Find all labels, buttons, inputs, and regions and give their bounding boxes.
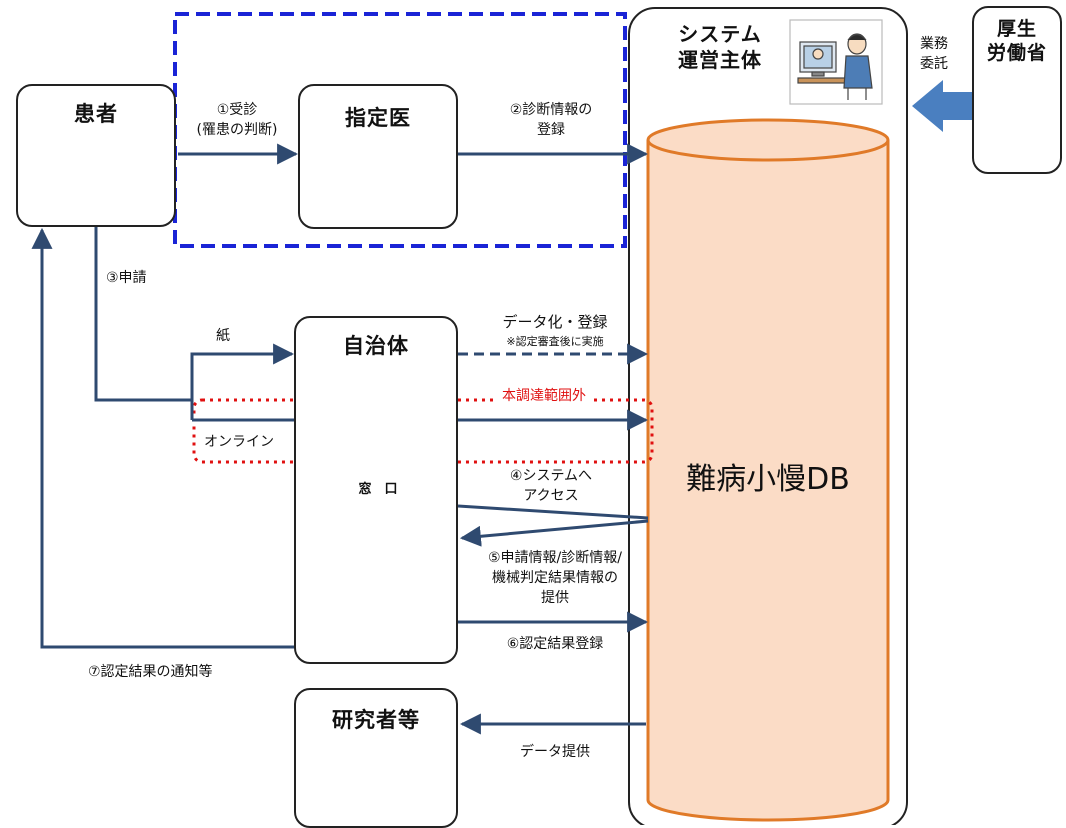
step7-label: ⑦認定結果の通知等	[88, 664, 213, 680]
researchers-title: 研究者等	[332, 708, 420, 732]
municipality-title: 自治体	[343, 334, 409, 358]
out-of-scope-label: 本調達範囲外	[498, 386, 590, 407]
system-operator-title-line2: 運営主体	[678, 48, 762, 72]
step5-label-line3: 提供	[541, 590, 569, 606]
arrow-provide-info	[459, 519, 649, 547]
doctor-title: 指定医	[345, 106, 411, 130]
system-operator-title-line1: システム	[678, 22, 762, 46]
outsourcing-label-line1: 業務	[920, 36, 948, 52]
data-provision-label: データ提供	[520, 744, 590, 760]
step4-label-line1: ④システムへ	[509, 468, 593, 484]
outsourcing-arrow	[912, 80, 972, 132]
step1-label-line2: (罹患の判断)	[196, 122, 278, 138]
mhlw-title-line2: 労働省	[986, 42, 1047, 64]
database-cylinder	[646, 118, 890, 822]
researchers-box: 研究者等	[294, 688, 458, 828]
digitize-note: ※認定審査後に実施	[506, 335, 604, 348]
patient-box: 患者	[16, 84, 176, 227]
online-label: オンライン	[204, 434, 274, 450]
database-label: 難病小慢DB	[686, 462, 850, 497]
mhlw-box: 厚生 労働省	[972, 6, 1062, 174]
arrow-notify-patient	[31, 227, 294, 649]
mhlw-title-line1: 厚生	[996, 18, 1037, 40]
municipality-box: 自治体	[294, 316, 458, 664]
counter-sign-label: 窓 口	[358, 482, 398, 497]
system-operator-illustration	[789, 19, 883, 105]
step2-label-line1: ②診断情報の	[509, 102, 593, 118]
step5-label-line1: ⑤申請情報/診断情報/	[488, 550, 622, 566]
digitize-label: データ化・登録	[502, 313, 608, 331]
doctor-box: 指定医	[298, 84, 458, 229]
step6-label: ⑥認定結果登録	[506, 636, 604, 652]
arrow-patient-application	[94, 226, 192, 402]
paper-label: 紙	[216, 328, 230, 344]
step1-label-line1: ①受診	[216, 102, 258, 118]
outsourcing-label-line2: 委託	[920, 56, 948, 72]
arrow-access-system	[457, 504, 649, 520]
step2-label-line2: 登録	[537, 122, 565, 138]
step4-label-line2: アクセス	[523, 488, 579, 504]
arrow-paper-to-municipality	[190, 343, 295, 420]
patient-title: 患者	[74, 102, 118, 126]
step5-label-line2: 機械判定結果情報の	[492, 570, 618, 586]
step3-label: ③申請	[106, 270, 147, 286]
